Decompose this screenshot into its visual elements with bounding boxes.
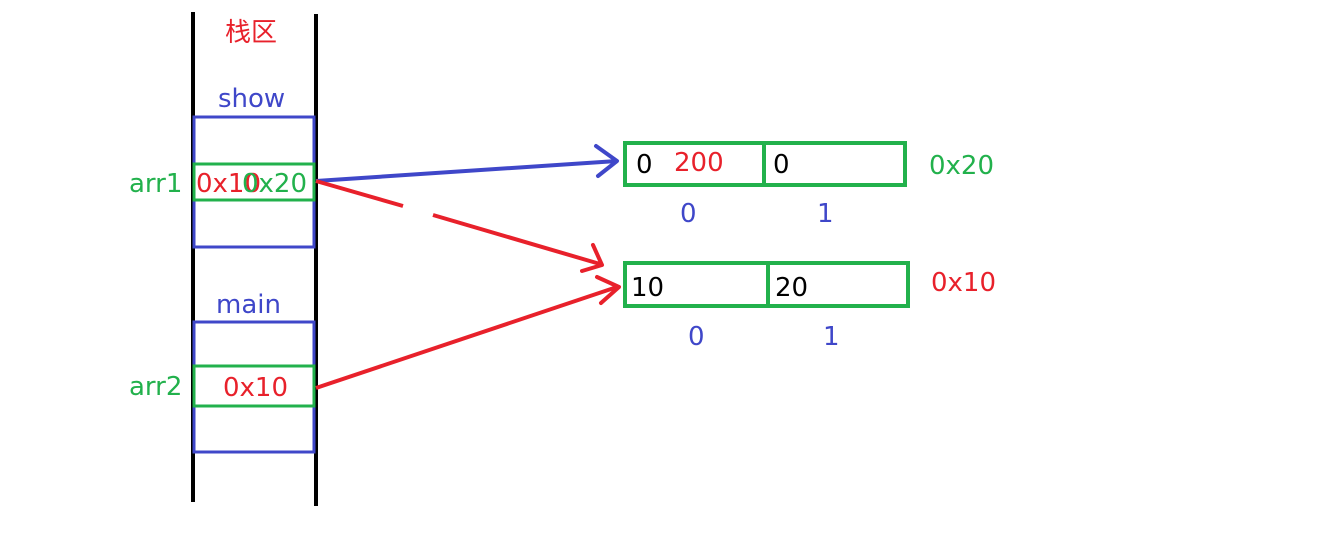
array-0x10-cell-0: 10 — [631, 273, 665, 303]
arr2-pointer-line — [315, 285, 618, 390]
array-0x20-index-0: 0 — [680, 199, 697, 229]
arr2-pointer-arrowhead — [595, 275, 621, 305]
arr2-value: 0x10 — [223, 373, 289, 403]
arr1-old-pointer-seg2 — [432, 213, 601, 266]
array-0x10-index-0: 0 — [688, 322, 705, 352]
array-0x10-cell-1: 20 — [775, 273, 809, 303]
array-0x20-address: 0x20 — [929, 151, 995, 181]
arr1-old-pointer-seg1 — [315, 179, 404, 208]
arr1-new-pointer-arrowhead — [594, 144, 619, 178]
array-0x10-address: 0x10 — [931, 268, 997, 298]
main-frame-label: main — [216, 290, 281, 320]
array-0x10-index-1: 1 — [823, 322, 840, 352]
array-0x20-cell-0-old: 0 — [636, 150, 653, 180]
show-frame-label: show — [218, 84, 286, 114]
arr1-label: arr1 — [129, 169, 183, 199]
arr1-slot — [192, 162, 316, 202]
stack-title: 栈区 — [225, 18, 278, 48]
arr2-label: arr2 — [129, 372, 183, 402]
arr1-old-value: 0x10 — [196, 169, 262, 199]
arr1-new-pointer-line — [315, 159, 618, 183]
array-0x20-cell-1: 0 — [773, 150, 790, 180]
array-0x20-index-1: 1 — [817, 199, 834, 229]
arr1-old-pointer-arrowhead — [580, 243, 604, 273]
arr2-slot — [192, 364, 316, 408]
array-0x20-cell-0-new: 200 — [674, 148, 724, 178]
arr1-new-value: 0x20 — [242, 169, 308, 199]
